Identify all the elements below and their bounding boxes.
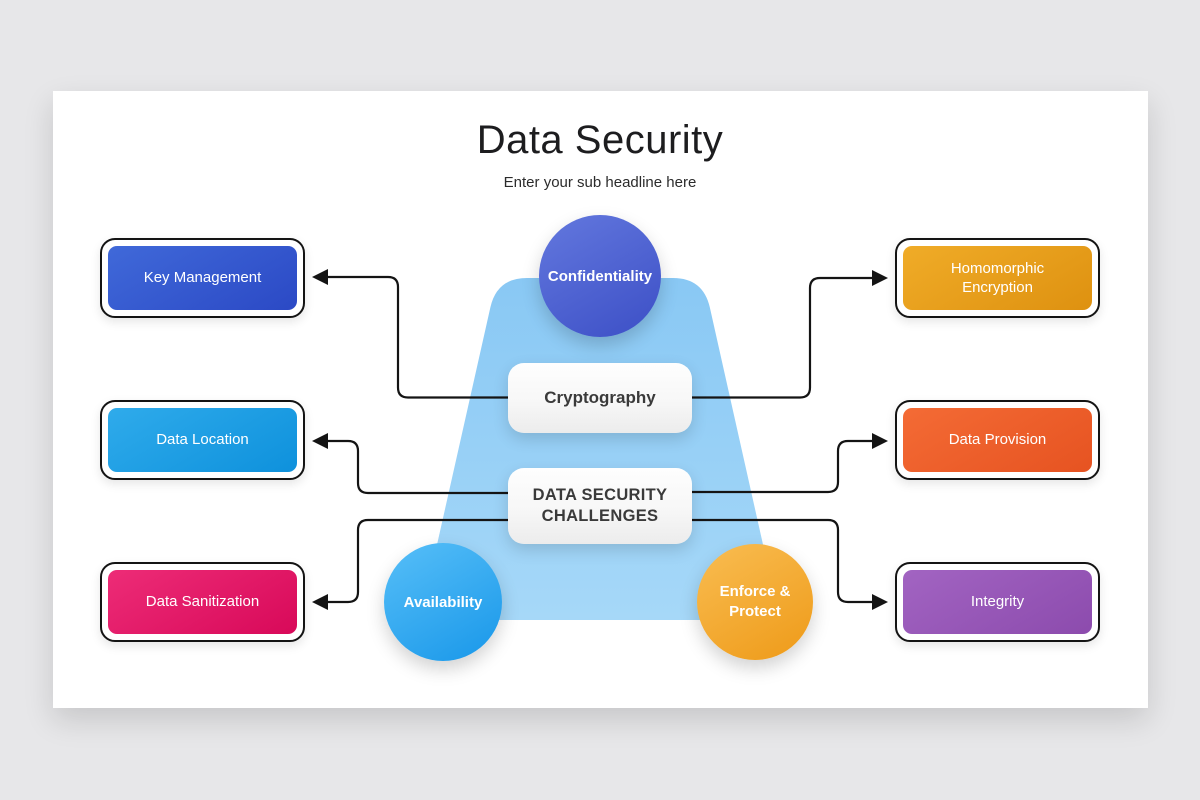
arrowhead-data-sanitization xyxy=(312,594,328,610)
connector-challenges-to-data-provision xyxy=(692,439,874,494)
page-subtitle: Enter your sub headline here xyxy=(503,174,697,191)
challenges-label-line2: CHALLENGES xyxy=(541,507,659,525)
box-data-provision-label: Data Provision xyxy=(948,431,1047,449)
availability-circle: Availability xyxy=(384,543,502,661)
box-data-location: Data Location xyxy=(100,400,305,480)
challenges-label-line1: DATA SECURITY xyxy=(532,486,668,504)
box-data-location-label: Data Location xyxy=(156,431,249,449)
box-integrity-label: Integrity xyxy=(970,593,1025,611)
connector-cryptography-to-homomorphic xyxy=(692,276,874,399)
connector-challenges-to-integrity xyxy=(692,518,874,604)
box-data-sanitization-fill: Data Sanitization xyxy=(108,570,297,634)
availability-label: Availability xyxy=(403,593,483,611)
data-security-challenges-box: DATA SECURITY CHALLENGES xyxy=(508,468,692,544)
page-title: Data Security xyxy=(476,118,724,162)
enforce-protect-label: Enforce & Protect xyxy=(719,582,791,620)
box-data-sanitization-label: Data Sanitization xyxy=(145,593,260,611)
box-key-management-label: Key Management xyxy=(143,269,262,287)
box-homomorphic-encryption-label: Homomorphic Encryption xyxy=(950,259,1045,297)
enforce-protect-circle: Enforce & Protect xyxy=(697,544,813,660)
box-integrity-fill: Integrity xyxy=(903,570,1092,634)
arrowhead-data-location xyxy=(312,433,328,449)
box-data-location-fill: Data Location xyxy=(108,408,297,472)
box-integrity: Integrity xyxy=(895,562,1100,642)
box-key-management: Key Management xyxy=(100,238,305,318)
box-homomorphic-encryption: Homomorphic Encryption xyxy=(895,238,1100,318)
arrowhead-data-provision xyxy=(872,433,888,449)
cryptography-box: Cryptography xyxy=(508,363,692,433)
box-data-provision: Data Provision xyxy=(895,400,1100,480)
box-data-sanitization: Data Sanitization xyxy=(100,562,305,642)
confidentiality-label: Confidentiality xyxy=(547,267,653,285)
confidentiality-circle: Confidentiality xyxy=(539,215,661,337)
box-key-management-fill: Key Management xyxy=(108,246,297,310)
cryptography-label: Cryptography xyxy=(544,388,656,407)
arrowhead-key-management xyxy=(312,269,328,285)
arrowhead-integrity xyxy=(872,594,888,610)
arrowhead-homomorphic xyxy=(872,270,888,286)
connector-cryptography-to-key-management xyxy=(326,275,508,399)
box-homomorphic-encryption-fill: Homomorphic Encryption xyxy=(903,246,1092,310)
box-data-provision-fill: Data Provision xyxy=(903,408,1092,472)
connector-challenges-to-data-sanitization xyxy=(326,518,508,604)
connector-challenges-to-data-location xyxy=(326,439,508,495)
